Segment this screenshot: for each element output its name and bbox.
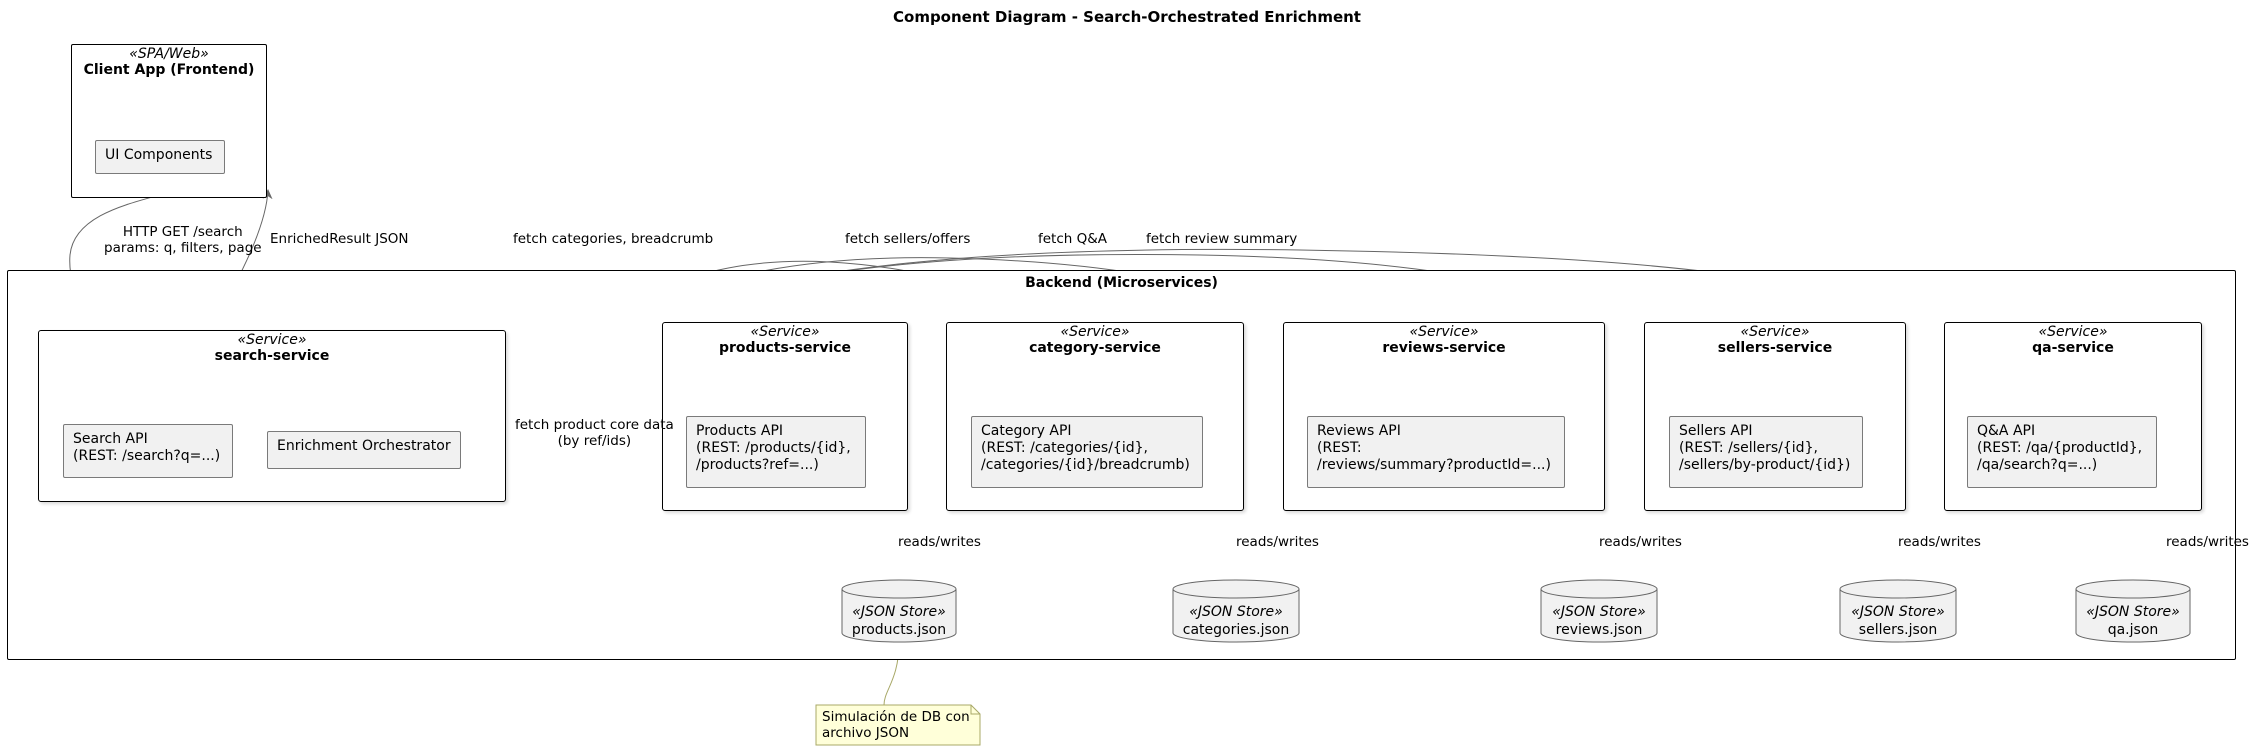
label-fetch-categories: fetch categories, breadcrumb <box>513 231 714 247</box>
enrichment-orchestrator: Enrichment Orchestrator <box>267 431 461 469</box>
label-http-get: HTTP GET /search params: q, filters, pag… <box>104 224 262 256</box>
qa-service-box: «Service» qa-service Q&A API (REST: /qa/… <box>1944 322 2202 511</box>
store-sellers-cylinder <box>1839 579 1957 643</box>
note-text: Simulación de DB con archivo JSON <box>822 709 970 741</box>
store-reviews-name: reviews.json <box>1555 622 1643 638</box>
store-categories-stereotype: «JSON Store» <box>1189 604 1283 620</box>
label-reads-writes-categories: reads/writes <box>1236 534 1319 550</box>
store-qa: «JSON Store» qa.json <box>2076 603 2190 639</box>
store-categories-cylinder <box>1172 579 1300 643</box>
qa-service-stereotype: «Service» <box>2038 324 2108 340</box>
category-service-stereotype: «Service» <box>1060 324 1130 340</box>
reviews-service-stereotype: «Service» <box>1409 324 1479 340</box>
category-api: Category API (REST: /categories/{id}, /c… <box>971 416 1203 488</box>
search-api: Search API (REST: /search?q=...) <box>63 424 233 478</box>
note-shape <box>815 704 981 746</box>
sellers-service-name: sellers-service <box>1717 340 1833 356</box>
store-products: «JSON Store» products.json <box>842 603 956 639</box>
store-categories-name: categories.json <box>1182 622 1290 638</box>
store-products-stereotype: «JSON Store» <box>852 604 946 620</box>
search-service-box: «Service» search-service Search API (RES… <box>38 330 506 502</box>
label-enriched-result: EnrichedResult JSON <box>270 231 409 247</box>
products-service-stereotype: «Service» <box>750 324 820 340</box>
store-products-cylinder <box>841 579 957 643</box>
store-reviews-stereotype: «JSON Store» <box>1552 604 1646 620</box>
diagram-title: Component Diagram - Search-Orchestrated … <box>893 8 1361 26</box>
label-fetch-qa: fetch Q&A <box>1038 231 1108 247</box>
products-service-name: products-service <box>718 340 852 356</box>
reviews-service-box: «Service» reviews-service Reviews API (R… <box>1283 322 1605 511</box>
category-service-box: «Service» category-service Category API … <box>946 322 1244 511</box>
label-fetch-reviews: fetch review summary <box>1146 231 1298 247</box>
client-app-box: «SPA/Web» Client App (Frontend) UI Compo… <box>71 44 267 198</box>
store-reviews-cylinder <box>1540 579 1658 643</box>
sellers-service-box: «Service» sellers-service Sellers API (R… <box>1644 322 1906 511</box>
reviews-api: Reviews API (REST: /reviews/summary?prod… <box>1307 416 1565 488</box>
label-reads-writes-sellers: reads/writes <box>1898 534 1981 550</box>
store-reviews: «JSON Store» reviews.json <box>1541 603 1657 639</box>
search-service-stereotype: «Service» <box>237 332 307 348</box>
store-sellers: «JSON Store» sellers.json <box>1840 603 1956 639</box>
label-fetch-product-core: fetch product core data (by ref/ids) <box>515 417 674 449</box>
client-name: Client App (Frontend) <box>83 62 255 78</box>
qa-api: Q&A API (REST: /qa/{productId}, /qa/sear… <box>1967 416 2157 488</box>
backend-title: Backend (Microservices) <box>1025 275 1218 291</box>
qa-service-name: qa-service <box>2032 340 2114 356</box>
products-service-box: «Service» products-service Products API … <box>662 322 908 511</box>
products-api: Products API (REST: /products/{id}, /pro… <box>686 416 866 488</box>
category-service-name: category-service <box>1029 340 1161 356</box>
store-products-name: products.json <box>851 622 947 638</box>
sellers-api: Sellers API (REST: /sellers/{id}, /selle… <box>1669 416 1863 488</box>
label-reads-writes-qa: reads/writes <box>2166 534 2249 550</box>
store-sellers-stereotype: «JSON Store» <box>1851 604 1945 620</box>
store-qa-name: qa.json <box>2107 622 2159 638</box>
label-reads-writes-reviews: reads/writes <box>1599 534 1682 550</box>
sellers-service-stereotype: «Service» <box>1740 324 1810 340</box>
store-categories: «JSON Store» categories.json <box>1173 603 1299 639</box>
search-service-name: search-service <box>214 348 330 364</box>
label-reads-writes-products: reads/writes <box>898 534 981 550</box>
store-sellers-name: sellers.json <box>1858 622 1938 638</box>
reviews-service-name: reviews-service <box>1382 340 1506 356</box>
ui-components: UI Components <box>95 140 225 174</box>
store-qa-cylinder <box>2075 579 2191 643</box>
label-fetch-sellers: fetch sellers/offers <box>845 231 971 247</box>
client-stereotype: «SPA/Web» <box>129 46 209 62</box>
store-qa-stereotype: «JSON Store» <box>2086 604 2180 620</box>
